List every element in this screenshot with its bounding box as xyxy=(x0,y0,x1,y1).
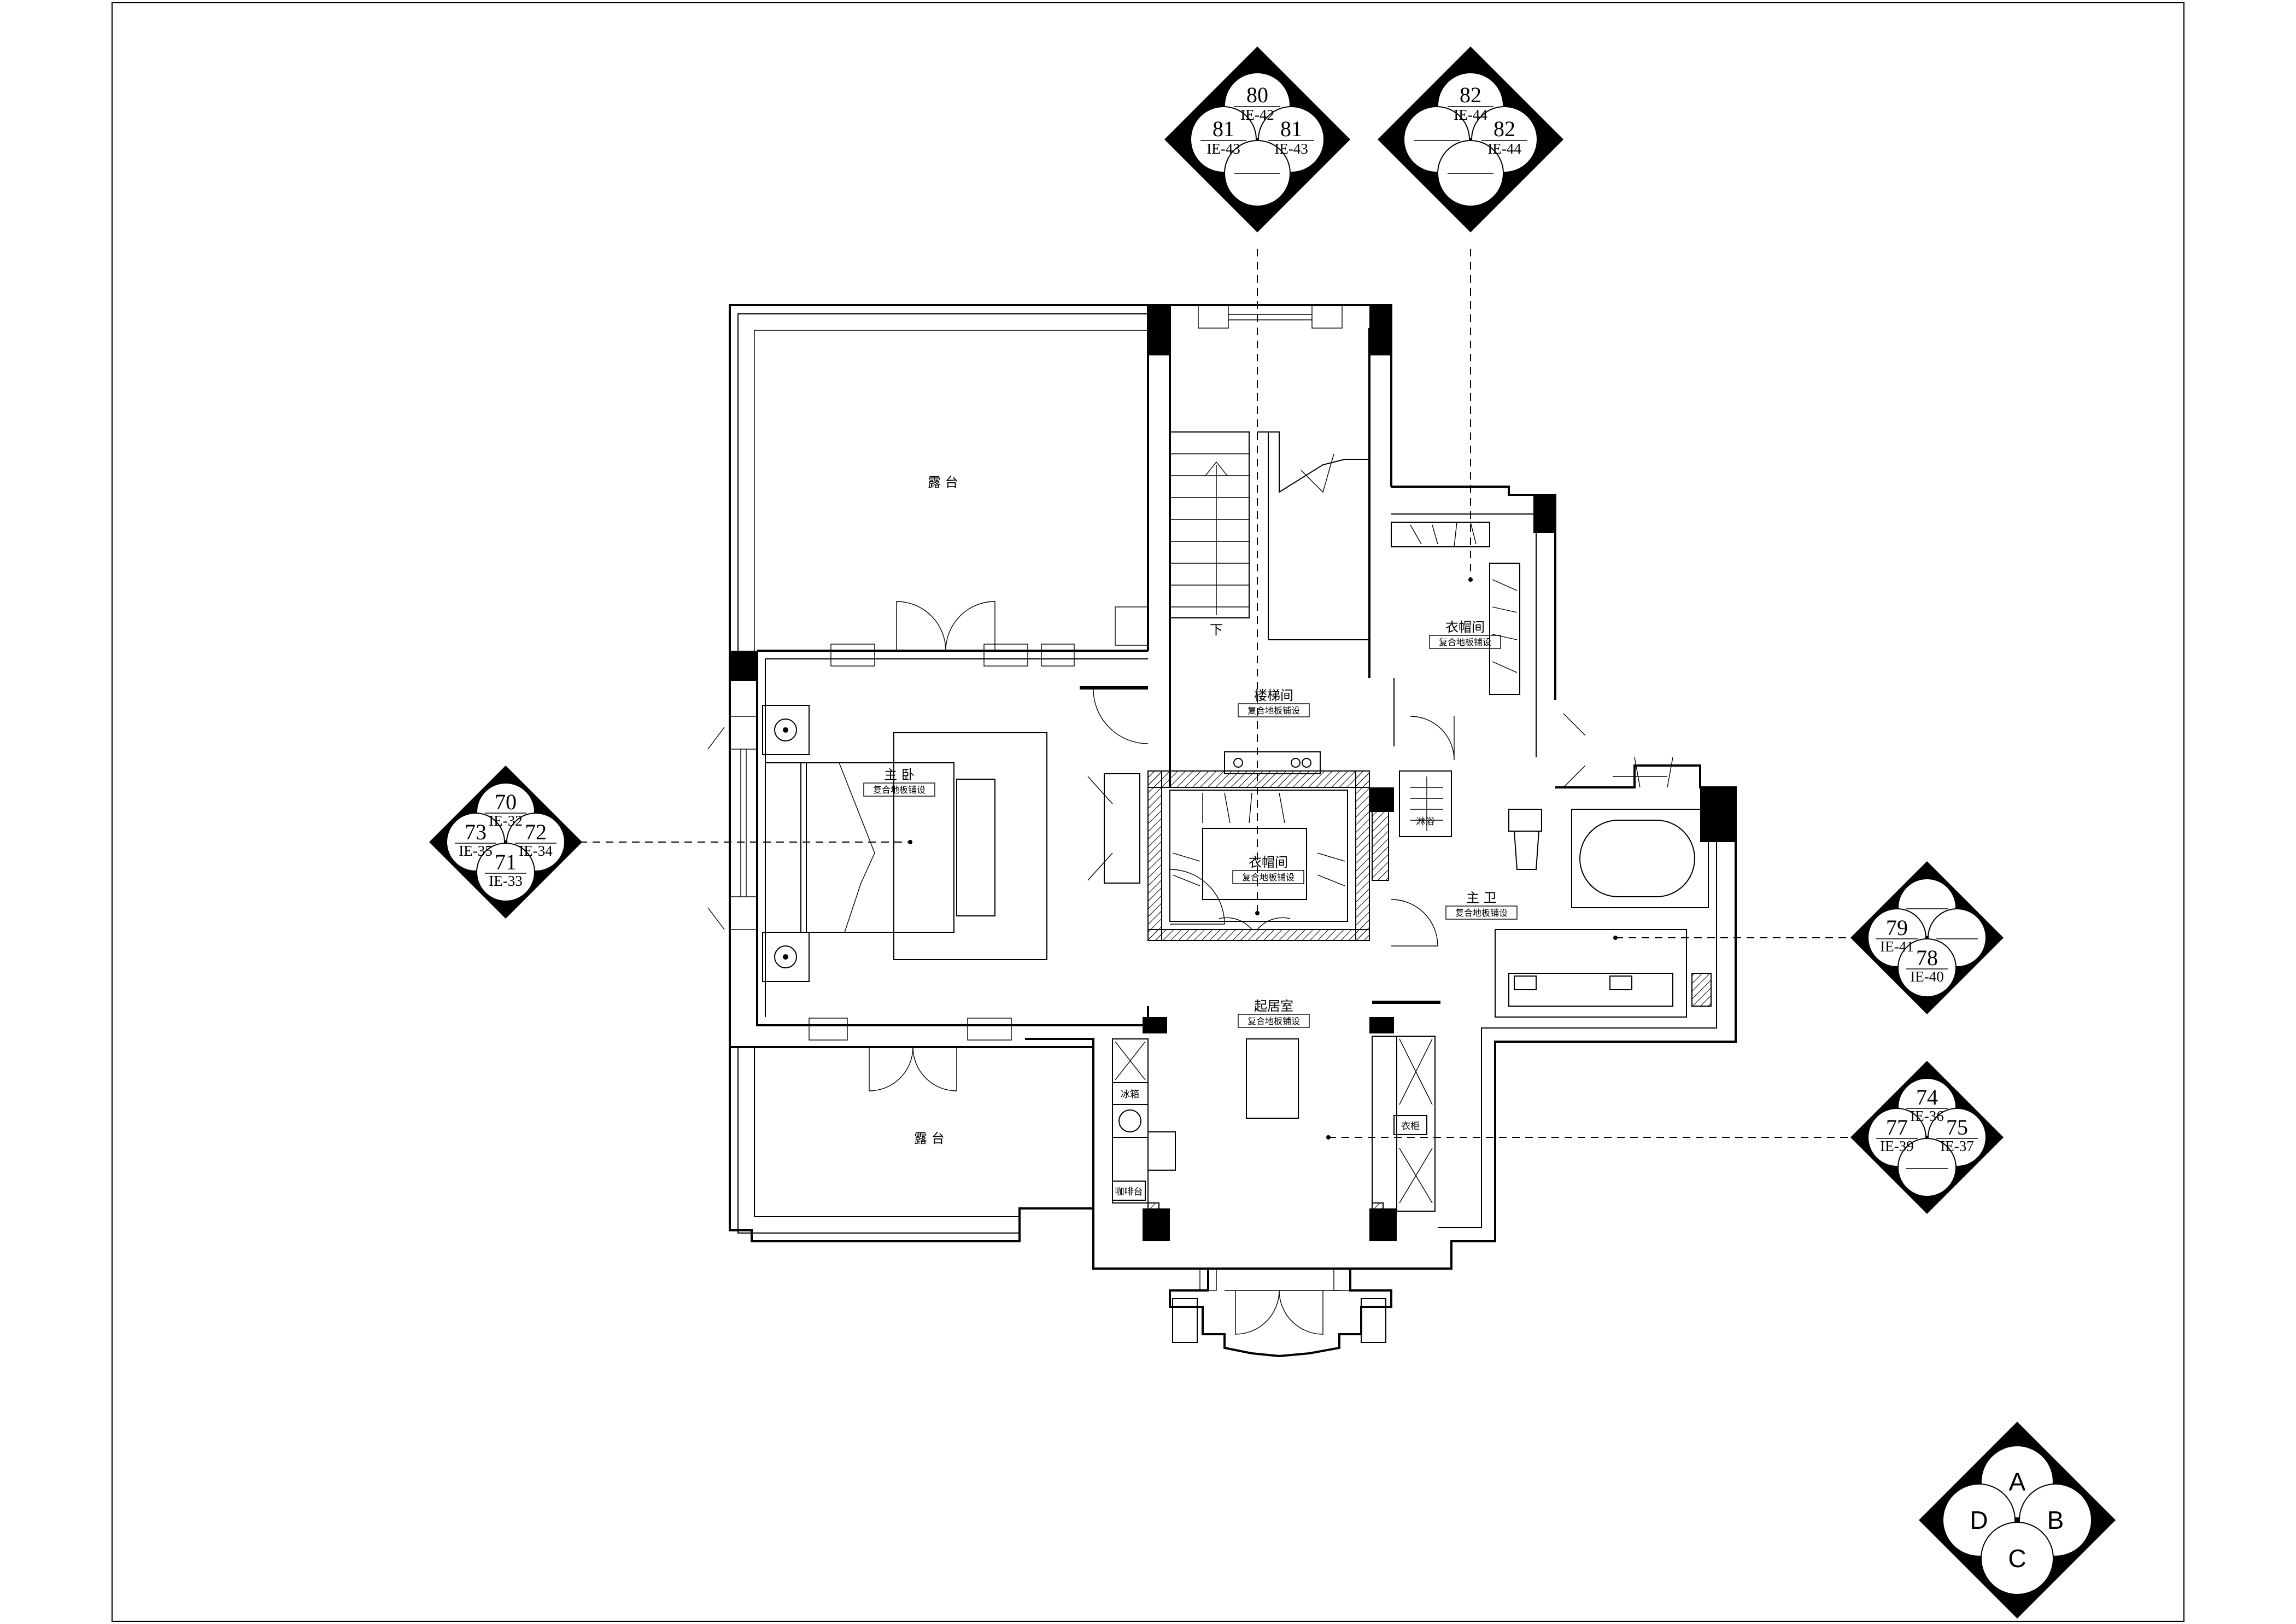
room-sub-living: 复合地板铺设 xyxy=(1247,1016,1300,1026)
sym3-top-ie: IE-32 xyxy=(489,813,522,829)
label-shower: 淋浴 xyxy=(1416,816,1434,827)
sym5-top-ie: IE-36 xyxy=(1910,1108,1943,1124)
living-furniture xyxy=(1112,1036,1436,1228)
bedroom-furniture xyxy=(762,705,1140,982)
elevation-symbol-2: 82 IE-44 82 IE-44 xyxy=(1378,46,1563,232)
sym5-right-ie: IE-37 xyxy=(1940,1138,1973,1154)
room-labels: 露 台 主 卧 复合地板铺设 下 楼梯间 复合地板铺设 衣帽间 复合地板铺设 衣… xyxy=(863,475,1518,1197)
label-fixture-left-1: 冰箱 xyxy=(1121,1089,1139,1100)
room-label-master-bedroom: 主 卧 xyxy=(884,767,915,782)
sym5-left-num: 77 xyxy=(1886,1115,1908,1140)
room-label-closet-center: 衣帽间 xyxy=(1249,855,1288,870)
key-c: C xyxy=(2008,1544,2026,1573)
stair-direction: 下 xyxy=(1210,622,1223,638)
sym5-right-num: 75 xyxy=(1946,1115,1968,1140)
sym1-top-ie: IE-42 xyxy=(1240,107,1274,123)
elevation-key: A D B C xyxy=(1919,1422,2116,1619)
room-label-closet-right: 衣帽间 xyxy=(1445,620,1485,635)
sym4-left-ie: IE-41 xyxy=(1880,938,1913,955)
doors xyxy=(707,601,1673,1091)
windows xyxy=(729,305,1343,1041)
label-fixture-right-1: 衣柜 xyxy=(1401,1121,1420,1132)
sym3-bottom-ie: IE-33 xyxy=(489,873,522,889)
sym4-left-num: 79 xyxy=(1886,915,1908,940)
reference-lines xyxy=(579,249,1872,1140)
sym1-top-num: 80 xyxy=(1246,83,1268,107)
drawing-border xyxy=(112,2,2184,1622)
wardrobe-right xyxy=(1391,522,1520,746)
sym4-bottom-ie: IE-40 xyxy=(1910,968,1943,985)
sym1-right-ie: IE-43 xyxy=(1274,141,1308,157)
sym2-right-num: 82 xyxy=(1493,116,1515,141)
room-label-master-bath: 主 卫 xyxy=(1466,890,1497,906)
key-b: B xyxy=(2047,1506,2064,1534)
room-sub-master-bedroom: 复合地板铺设 xyxy=(873,785,926,795)
room-label-terrace-top: 露 台 xyxy=(928,475,958,490)
elevation-symbol-4: 79 IE-41 78 IE-40 xyxy=(1850,861,2004,1014)
room-label-stairwell: 楼梯间 xyxy=(1254,688,1293,703)
bathroom-fixtures xyxy=(1372,770,1712,1018)
room-label-terrace-bottom: 露 台 xyxy=(914,1131,945,1146)
sym3-bottom-num: 71 xyxy=(495,850,517,874)
entry-bay xyxy=(1169,1268,1392,1358)
sym3-right-ie: IE-34 xyxy=(519,843,553,859)
room-sub-closet-right: 复合地板铺设 xyxy=(1439,637,1491,647)
sym1-left-ie: IE-43 xyxy=(1206,141,1240,157)
room-sub-stairwell: 复合地板铺设 xyxy=(1247,705,1300,716)
key-a: A xyxy=(2009,1468,2026,1496)
sym3-top-num: 70 xyxy=(495,790,517,814)
room-label-living: 起居室 xyxy=(1254,998,1293,1014)
outer-walls xyxy=(729,304,1737,1270)
sym3-right-num: 72 xyxy=(525,820,547,844)
sym3-left-ie: IE-35 xyxy=(459,843,492,859)
sym2-top-num: 82 xyxy=(1460,83,1481,107)
sym2-right-ie: IE-44 xyxy=(1487,141,1521,157)
room-sub-closet-center: 复合地板铺设 xyxy=(1242,872,1295,883)
structural-columns xyxy=(730,305,1736,1241)
label-fixture-left-2: 咖啡台 xyxy=(1115,1187,1143,1197)
sym1-right-num: 81 xyxy=(1280,116,1302,141)
sym5-top-num: 74 xyxy=(1916,1085,1938,1109)
room-sub-master-bath: 复合地板铺设 xyxy=(1455,908,1508,918)
sym5-left-ie: IE-39 xyxy=(1880,1138,1913,1154)
sym2-top-ie: IE-44 xyxy=(1454,107,1487,123)
staircase xyxy=(1115,431,1369,646)
key-d: D xyxy=(1970,1506,1988,1534)
sym3-left-num: 73 xyxy=(465,820,487,844)
sym4-bottom-num: 78 xyxy=(1916,945,1938,970)
elevation-symbol-3: 70 IE-32 73 IE-35 72 IE-34 71 IE-33 xyxy=(429,766,582,919)
sym1-left-num: 81 xyxy=(1213,116,1234,141)
elevation-symbol-1: 80 IE-42 81 IE-43 81 IE-43 xyxy=(1164,46,1350,232)
elevation-symbol-5: 74 IE-36 77 IE-39 75 IE-37 xyxy=(1850,1061,2004,1214)
closet-center xyxy=(1147,751,1370,941)
